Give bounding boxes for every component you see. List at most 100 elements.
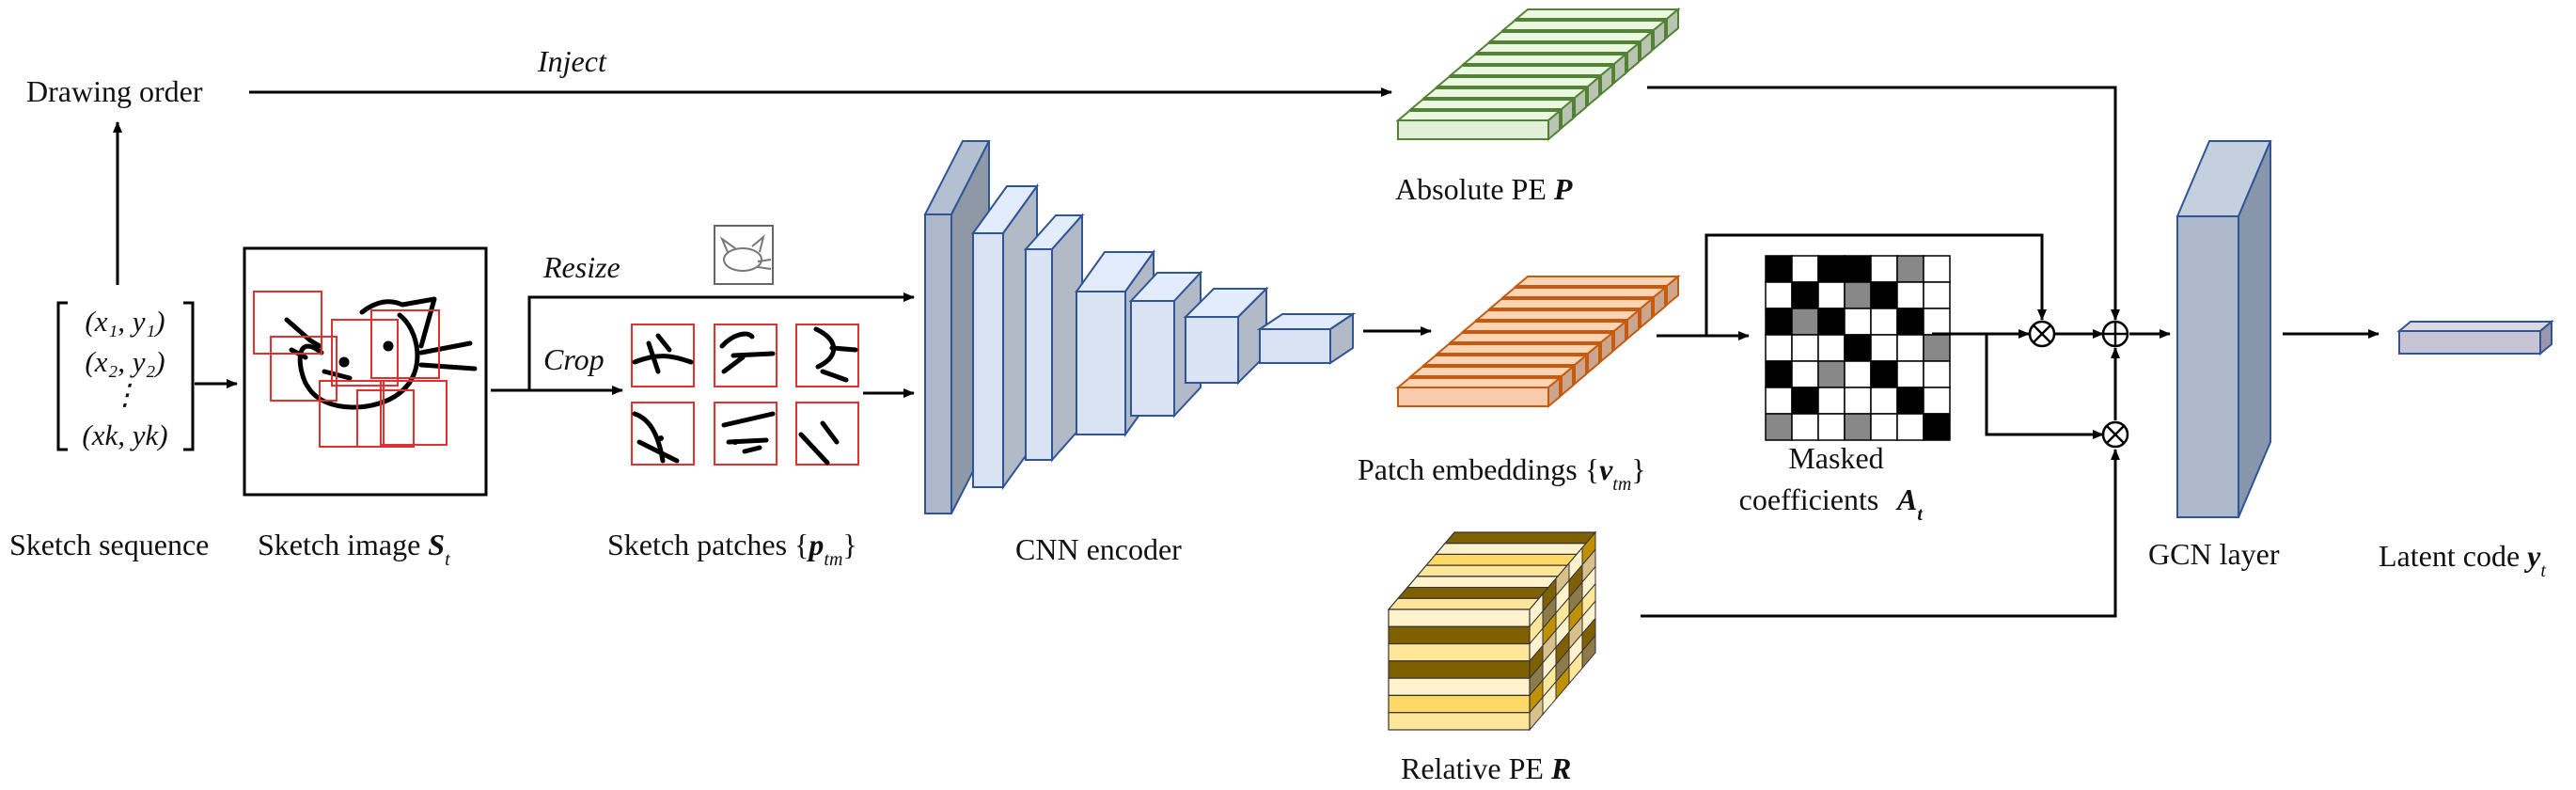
matrix-cell (1870, 360, 1898, 388)
arrow-matrix-to-multiply-bottom (1985, 334, 2104, 439)
relative-pe-top-strip (1443, 531, 1597, 545)
relative-pe-top-strip (1415, 564, 1569, 577)
matrix-cell (1817, 308, 1846, 336)
matrix-cell (1844, 413, 1872, 441)
matrix-cell (1870, 413, 1898, 441)
arrow-relative-pe-to-multiply (1641, 449, 2120, 618)
matrix-cell (1844, 255, 1872, 283)
sketch-sequence-label: Sketch sequence (9, 528, 209, 561)
matrix-cell (1923, 360, 1951, 388)
sketch-patches-label: Sketch patches {ptm} (607, 528, 857, 570)
matrix-cell (1817, 281, 1846, 309)
matrix-cell (1765, 334, 1793, 362)
relative-pe-front-layer (1388, 660, 1531, 679)
matrix-cell (1791, 387, 1819, 415)
sketch-image-label: Sketch image St (258, 528, 450, 570)
patch-embedding-slab-1 (1395, 375, 1563, 409)
cnn-block-7 (1256, 312, 1357, 365)
cnn-encoder (923, 140, 1357, 514)
matrix-cell (1923, 308, 1951, 336)
matrix-cell (1817, 413, 1846, 441)
relative-pe-front-layer (1388, 642, 1531, 662)
matrix-cell (1870, 281, 1898, 309)
matrix-cell (1844, 360, 1872, 388)
matrix-cell (1791, 334, 1819, 362)
gcn-layer-block (2175, 140, 2272, 518)
add-operator (2101, 320, 2129, 348)
relative-pe-cube (1387, 530, 1597, 732)
multiply-operator-top (2028, 320, 2056, 348)
masked-coefficients-matrix (1765, 255, 1951, 441)
matrix-cell (1765, 387, 1793, 415)
matrix-cell (1870, 255, 1898, 283)
matrix-cell (1923, 413, 1951, 441)
relative-pe-top-strip (1406, 576, 1560, 589)
masked-label-symbol: At (1895, 482, 1924, 525)
matrix-cell (1765, 255, 1793, 283)
gcn-layer-label: GCN layer (2148, 537, 2280, 571)
multiply-operator-bottom (2101, 420, 2129, 449)
matrix-cell (1844, 281, 1872, 309)
matrix-cell (1817, 360, 1846, 388)
resize-label: Resize (542, 250, 620, 284)
matrix-cell (1791, 308, 1819, 336)
matrix-cell (1870, 308, 1898, 336)
matrix-cell (1896, 281, 1924, 309)
sketch-image (243, 246, 488, 497)
arrow-embeddings-to-multiply-top (1704, 233, 2047, 336)
matrix-cell (1870, 387, 1898, 415)
relative-pe-side-cell (1581, 634, 1596, 670)
absolute-pe-label: Absolute PE P (1395, 172, 1573, 206)
matrix-cell (1791, 281, 1819, 309)
matrix-cell (1923, 255, 1951, 283)
cnn-block-3 (1023, 213, 1085, 463)
relative-pe-top-strip (1396, 586, 1550, 599)
matrix-cell (1896, 308, 1924, 336)
matrix-cell (1844, 308, 1872, 336)
matrix-cell (1870, 334, 1898, 362)
matrix-cell (1765, 308, 1793, 336)
crop-label: Crop (543, 342, 605, 376)
matrix-cell (1923, 281, 1951, 309)
patch-embeddings-stack (1395, 274, 1681, 409)
relative-pe-top-strip (1424, 553, 1579, 566)
matrix-cell (1791, 413, 1819, 441)
masked-label-line2: coefficients (1739, 482, 1879, 516)
relative-pe-front-layer (1388, 625, 1531, 645)
arrow-absolute-pe-to-add (1647, 86, 2120, 321)
relative-pe-label: Relative PE R (1401, 751, 1571, 785)
latent-code-block (2396, 319, 2554, 356)
matrix-cell (1765, 360, 1793, 388)
matrix-cell (1765, 281, 1793, 309)
cnn-encoder-label: CNN encoder (1015, 532, 1182, 566)
matrix-cell (1817, 334, 1846, 362)
latent-code-label: Latent code yt (2379, 539, 2546, 581)
relative-pe-front-layer (1388, 694, 1531, 714)
sketch-patches-grid (631, 324, 859, 466)
matrix-cell (1896, 387, 1924, 415)
absolute-pe-slab-1 (1395, 108, 1563, 142)
resized-sketch-thumbnail (714, 225, 774, 285)
matrix-cell (1896, 255, 1924, 283)
matrix-cell (1923, 334, 1951, 362)
sequence-row-k: (xk, yk) (82, 419, 167, 451)
relative-pe-front-layer (1388, 677, 1531, 697)
patch-embeddings-label: Patch embeddings {vtm} (1358, 452, 1646, 495)
matrix-cell (1817, 255, 1846, 283)
matrix-cell (1844, 387, 1872, 415)
sequence-row-1: (x₁, y₁) (85, 305, 165, 338)
matrix-cell (1923, 387, 1951, 415)
matrix-cell (1896, 413, 1924, 441)
relative-pe-top-strip (1387, 597, 1541, 610)
matrix-cell (1817, 387, 1846, 415)
matrix-cell (1896, 360, 1924, 388)
masked-label-line1: Masked (1788, 441, 1883, 475)
matrix-cell (1844, 334, 1872, 362)
drawing-order-label: Drawing order (26, 74, 203, 108)
matrix-cell (1791, 255, 1819, 283)
relative-pe-top-strip (1434, 543, 1588, 556)
matrix-cell (1896, 334, 1924, 362)
sequence-dots: ⋮ (111, 378, 140, 411)
sketch-sequence-matrix: (x₁, y₁) (x₂, y₂) ⋮ (xk, yk) (56, 301, 195, 451)
